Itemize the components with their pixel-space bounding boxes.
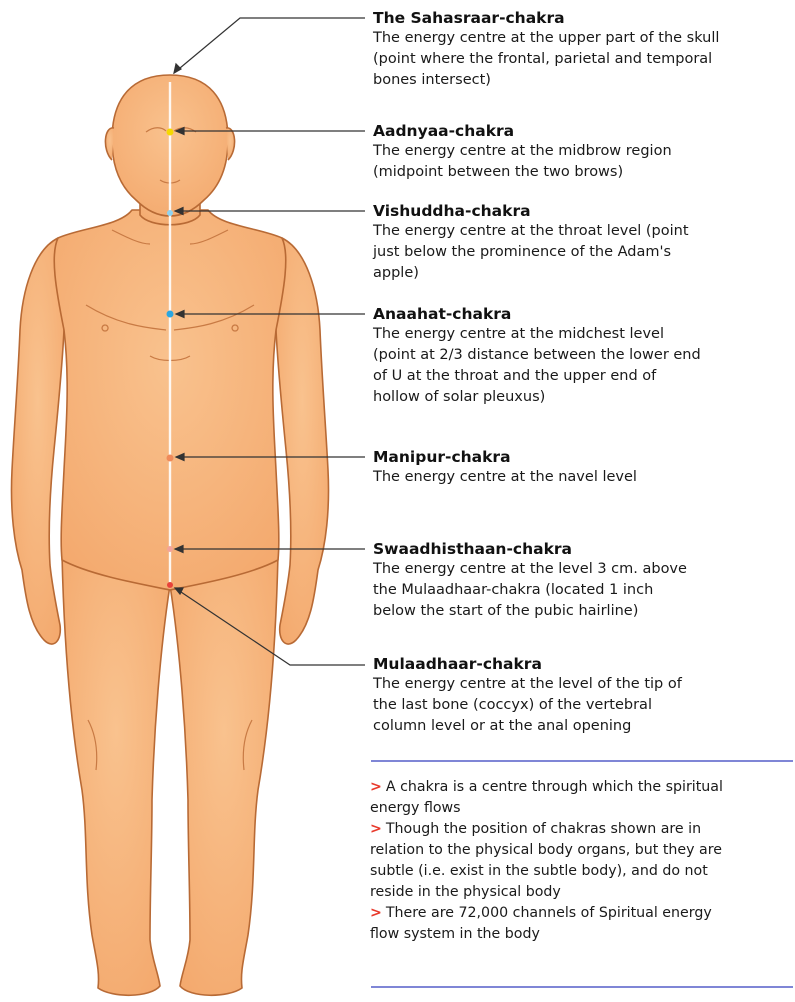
arrow-marker-icon: > [370,905,382,921]
chakra-dot-swaadhisthaan [167,546,173,552]
right-arm [276,238,329,644]
chakra-label-anaahat: Anaahat-chakra The energy centre at the … [373,304,793,408]
chakra-description: The energy centre at the upper part of t… [373,28,793,91]
note-text: There are 72,000 channels of Spiritual e… [370,905,712,942]
arrow-marker-icon: > [370,779,382,795]
chakra-title: Manipur-chakra [373,447,793,467]
chakra-label-manipur: Manipur-chakra The energy centre at the … [373,447,793,488]
notes-box: >A chakra is a centre through which the … [370,777,790,945]
chakra-dot-aadnyaa [167,129,174,136]
chakra-dot-mulaadhaar [167,582,173,588]
left-leg [62,555,170,995]
bottom-divider [371,986,793,988]
chakra-label-aadnyaa: Aadnyaa-chakra The energy centre at the … [373,121,793,183]
chakra-label-mulaadhaar: Mulaadhaar-chakra The energy centre at t… [373,654,793,737]
chakra-dot-manipur [167,455,174,462]
top-divider [371,760,793,762]
chakra-description: The energy centre at the level 3 cm. abo… [373,559,793,622]
left-arm [11,238,64,644]
chakra-title: Anaahat-chakra [373,304,793,324]
chakra-label-sahasraar: The Sahasraar-chakra The energy centre a… [373,8,793,91]
chakra-title: Vishuddha-chakra [373,201,793,221]
chakra-title: The Sahasraar-chakra [373,8,793,28]
note-item: >There are 72,000 channels of Spiritual … [370,903,790,945]
chakra-dot-vishuddha [167,210,173,216]
chakra-dot-anaahat [167,311,174,318]
chakra-description: The energy centre at the midchest level … [373,324,793,408]
chakra-description: The energy centre at the midbrow region … [373,141,793,183]
chakra-description: The energy centre at the level of the ti… [373,674,793,737]
note-text: A chakra is a centre through which the s… [370,779,723,816]
chakra-label-vishuddha: Vishuddha-chakra The energy centre at th… [373,201,793,284]
chakra-label-swaadhisthaan: Swaadhisthaan-chakra The energy centre a… [373,539,793,622]
chakra-title: Mulaadhaar-chakra [373,654,793,674]
chakra-description: The energy centre at the throat level (p… [373,221,793,284]
leader-sahasraar [174,18,365,73]
note-item: >Though the position of chakras shown ar… [370,819,790,903]
arrow-marker-icon: > [370,821,382,837]
chakra-title: Swaadhisthaan-chakra [373,539,793,559]
chakra-description: The energy centre at the navel level [373,467,793,488]
note-text: Though the position of chakras shown are… [370,821,722,900]
note-item: >A chakra is a centre through which the … [370,777,790,819]
chakra-title: Aadnyaa-chakra [373,121,793,141]
